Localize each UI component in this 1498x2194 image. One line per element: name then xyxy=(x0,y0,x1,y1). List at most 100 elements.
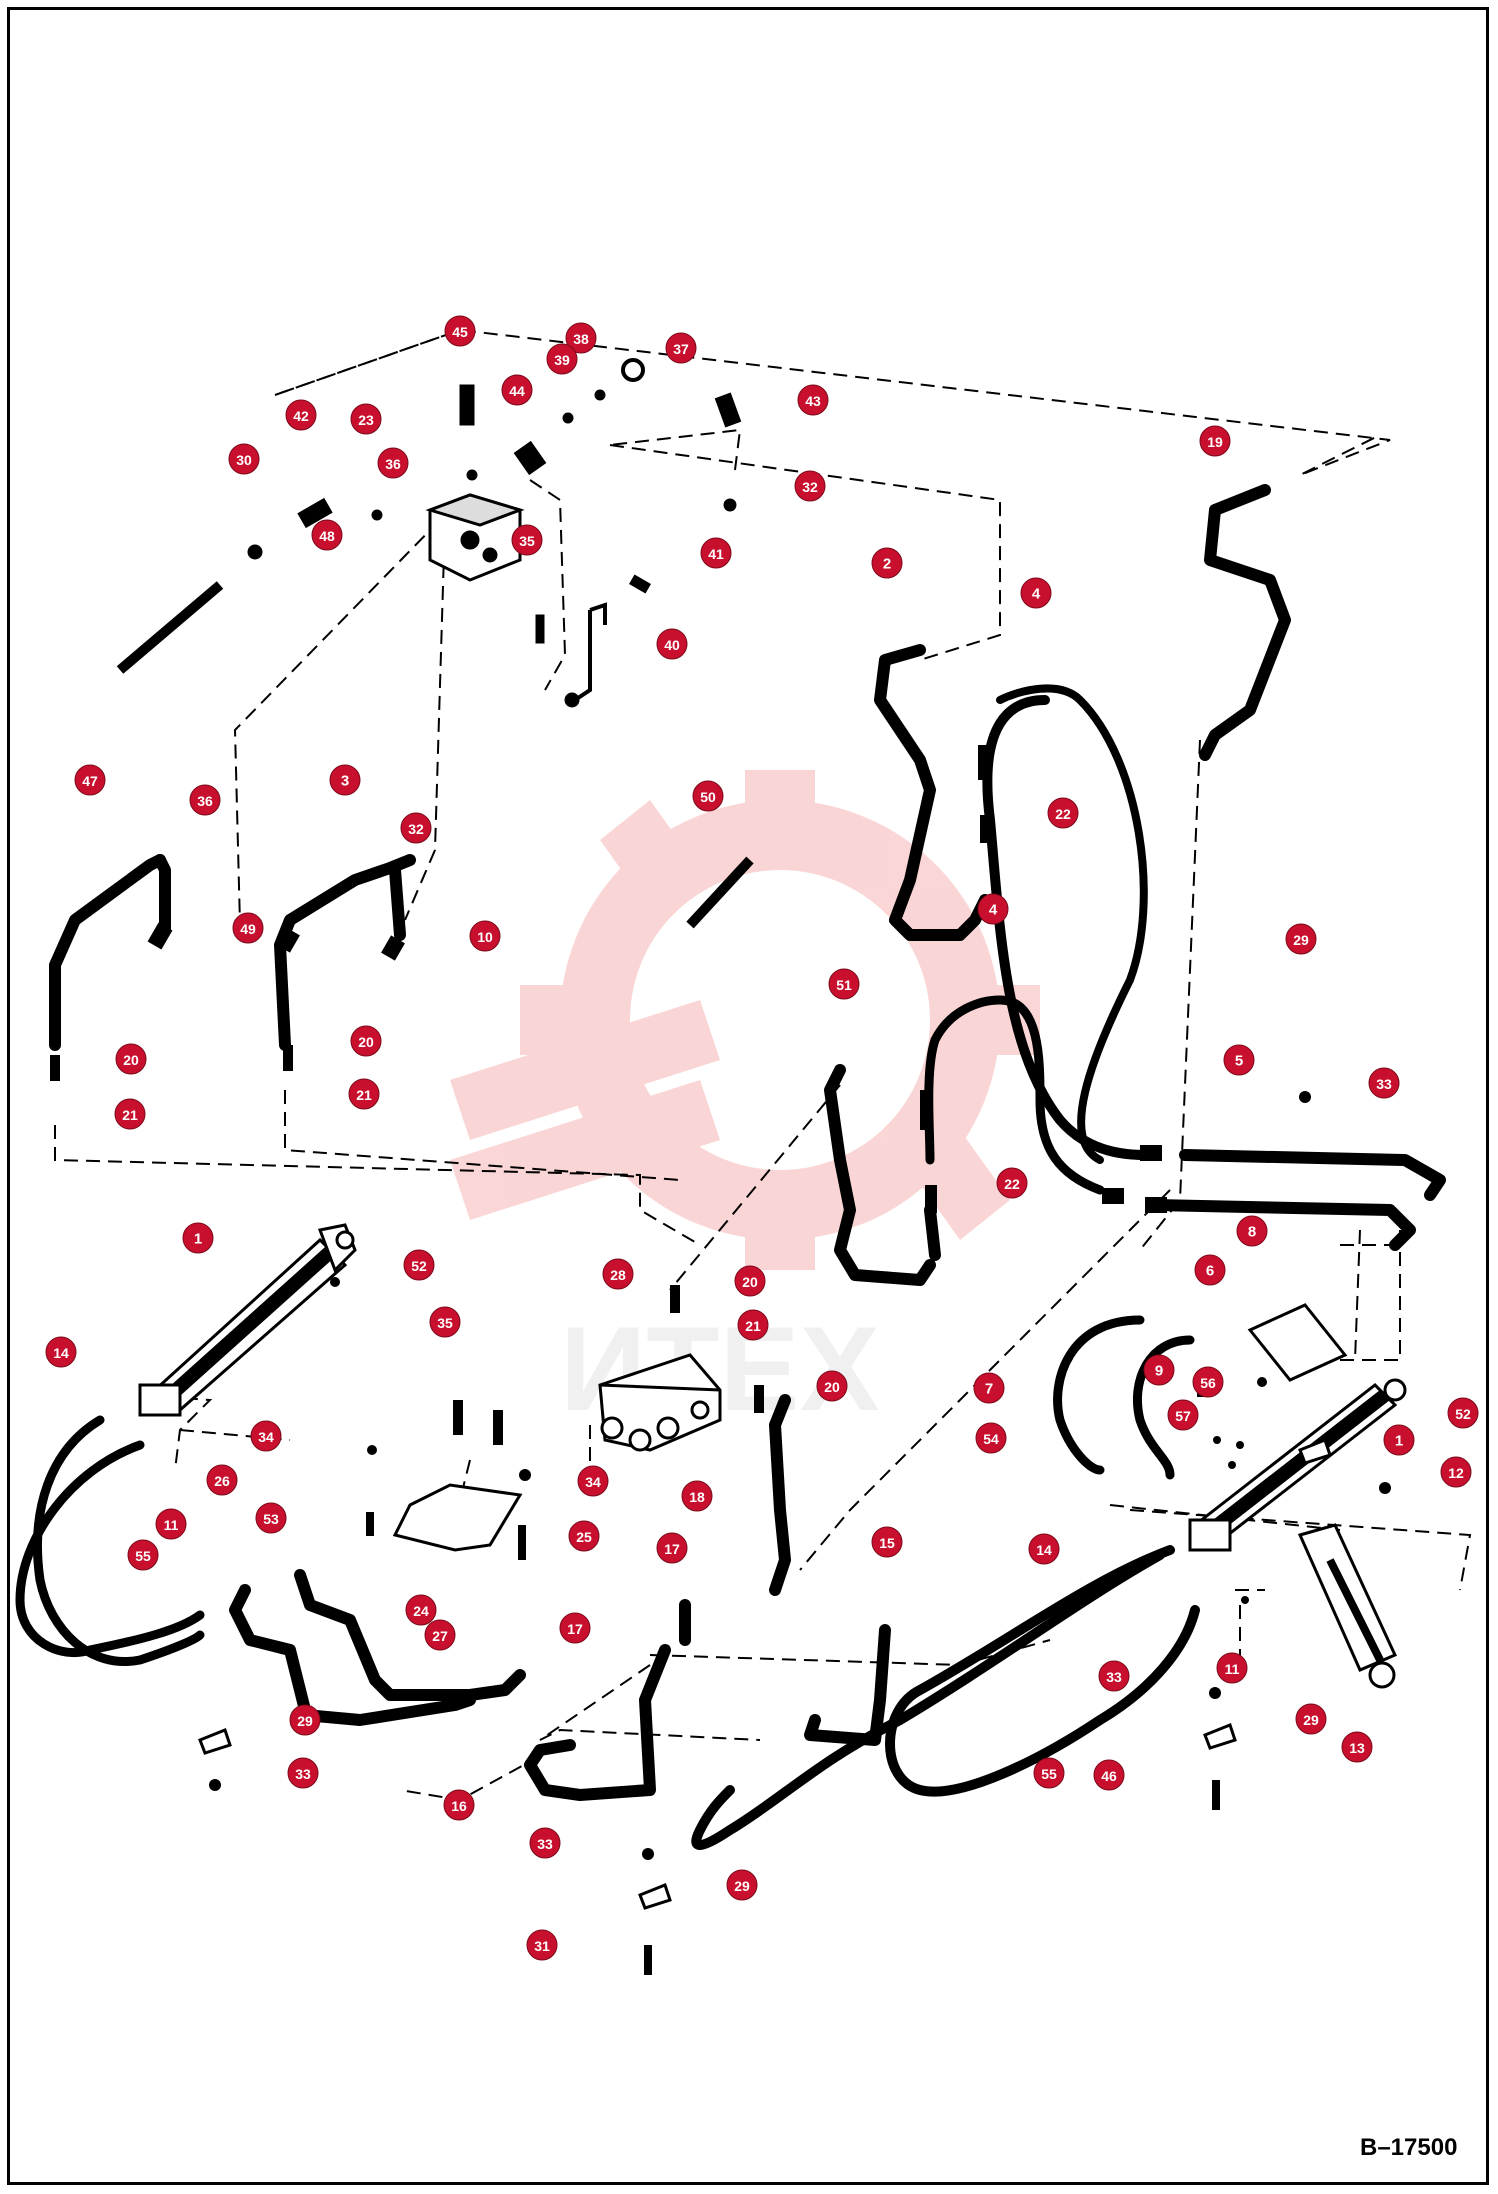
callout-7[interactable]: 7 xyxy=(973,1372,1005,1404)
callout-6[interactable]: 6 xyxy=(1194,1254,1226,1286)
callout-43[interactable]: 43 xyxy=(797,384,829,416)
callout-52[interactable]: 52 xyxy=(1447,1397,1479,1429)
callout-33[interactable]: 33 xyxy=(1368,1067,1400,1099)
callout-number: 36 xyxy=(197,793,213,809)
callout-24[interactable]: 24 xyxy=(405,1594,437,1626)
callout-12[interactable]: 12 xyxy=(1440,1456,1472,1488)
callout-34[interactable]: 34 xyxy=(250,1420,282,1452)
callout-30[interactable]: 30 xyxy=(228,443,260,475)
callout-32[interactable]: 32 xyxy=(400,812,432,844)
callout-31[interactable]: 31 xyxy=(526,1929,558,1961)
callout-51[interactable]: 51 xyxy=(828,968,860,1000)
callout-14[interactable]: 14 xyxy=(45,1336,77,1368)
callout-17[interactable]: 17 xyxy=(656,1532,688,1564)
callout-33[interactable]: 33 xyxy=(1098,1660,1130,1692)
callout-20[interactable]: 20 xyxy=(734,1265,766,1297)
callout-45[interactable]: 45 xyxy=(444,315,476,347)
callout-11[interactable]: 11 xyxy=(1216,1652,1248,1684)
callout-55[interactable]: 55 xyxy=(1033,1757,1065,1789)
callout-9[interactable]: 9 xyxy=(1143,1354,1175,1386)
callout-number: 35 xyxy=(437,1315,453,1331)
callout-34[interactable]: 34 xyxy=(577,1465,609,1497)
callout-18[interactable]: 18 xyxy=(681,1480,713,1512)
callout-21[interactable]: 21 xyxy=(737,1309,769,1341)
callout-21[interactable]: 21 xyxy=(348,1078,380,1110)
callout-number: 20 xyxy=(358,1034,374,1050)
callout-46[interactable]: 46 xyxy=(1093,1759,1125,1791)
callout-23[interactable]: 23 xyxy=(350,403,382,435)
callout-42[interactable]: 42 xyxy=(285,399,317,431)
callout-1[interactable]: 1 xyxy=(1383,1424,1415,1456)
callout-38[interactable]: 38 xyxy=(565,322,597,354)
callout-56[interactable]: 56 xyxy=(1192,1366,1224,1398)
callout-32[interactable]: 32 xyxy=(794,470,826,502)
callout-20[interactable]: 20 xyxy=(816,1370,848,1402)
callout-14[interactable]: 14 xyxy=(1028,1533,1060,1565)
callout-number: 7 xyxy=(985,1381,993,1398)
callout-20[interactable]: 20 xyxy=(350,1025,382,1057)
callout-41[interactable]: 41 xyxy=(700,537,732,569)
callout-48[interactable]: 48 xyxy=(311,519,343,551)
callout-44[interactable]: 44 xyxy=(501,374,533,406)
callout-number: 28 xyxy=(610,1267,626,1283)
callout-3[interactable]: 3 xyxy=(329,764,361,796)
callout-49[interactable]: 49 xyxy=(232,912,264,944)
callout-37[interactable]: 37 xyxy=(665,332,697,364)
callout-27[interactable]: 27 xyxy=(424,1619,456,1651)
callout-13[interactable]: 13 xyxy=(1341,1731,1373,1763)
callout-number: 27 xyxy=(432,1628,448,1644)
callout-33[interactable]: 33 xyxy=(529,1827,561,1859)
callout-22[interactable]: 22 xyxy=(1047,797,1079,829)
callout-5[interactable]: 5 xyxy=(1223,1044,1255,1076)
callout-36[interactable]: 36 xyxy=(377,447,409,479)
callout-35[interactable]: 35 xyxy=(429,1306,461,1338)
callout-number: 20 xyxy=(123,1052,139,1068)
callout-number: 43 xyxy=(805,393,821,409)
callout-number: 5 xyxy=(1235,1053,1243,1070)
callout-55[interactable]: 55 xyxy=(127,1539,159,1571)
callout-52[interactable]: 52 xyxy=(403,1249,435,1281)
callout-28[interactable]: 28 xyxy=(602,1258,634,1290)
callout-50[interactable]: 50 xyxy=(692,780,724,812)
callout-29[interactable]: 29 xyxy=(726,1869,758,1901)
callout-40[interactable]: 40 xyxy=(656,628,688,660)
callout-2[interactable]: 2 xyxy=(871,547,903,579)
callout-number: 34 xyxy=(585,1474,601,1490)
callout-number: 14 xyxy=(53,1345,69,1361)
callout-number: 13 xyxy=(1349,1740,1365,1756)
callout-number: 46 xyxy=(1101,1768,1117,1784)
callout-29[interactable]: 29 xyxy=(1295,1703,1327,1735)
callout-4[interactable]: 4 xyxy=(977,893,1009,925)
callout-57[interactable]: 57 xyxy=(1167,1399,1199,1431)
callout-22[interactable]: 22 xyxy=(996,1167,1028,1199)
callout-15[interactable]: 15 xyxy=(871,1526,903,1558)
callout-35[interactable]: 35 xyxy=(511,524,543,556)
callout-39[interactable]: 39 xyxy=(546,343,578,375)
callout-21[interactable]: 21 xyxy=(114,1098,146,1130)
callout-33[interactable]: 33 xyxy=(287,1757,319,1789)
callout-number: 39 xyxy=(554,352,570,368)
callout-16[interactable]: 16 xyxy=(443,1789,475,1821)
callout-47[interactable]: 47 xyxy=(74,764,106,796)
callout-17[interactable]: 17 xyxy=(559,1612,591,1644)
callout-10[interactable]: 10 xyxy=(469,920,501,952)
callout-29[interactable]: 29 xyxy=(1285,923,1317,955)
callout-number: 56 xyxy=(1200,1375,1216,1391)
callout-19[interactable]: 19 xyxy=(1199,425,1231,457)
callout-36[interactable]: 36 xyxy=(189,784,221,816)
callout-25[interactable]: 25 xyxy=(568,1520,600,1552)
callout-1[interactable]: 1 xyxy=(182,1222,214,1254)
callout-number: 53 xyxy=(263,1511,279,1527)
callout-number: 49 xyxy=(240,921,256,937)
callout-29[interactable]: 29 xyxy=(289,1704,321,1736)
callout-53[interactable]: 53 xyxy=(255,1502,287,1534)
mount-plate xyxy=(392,1483,523,1552)
callout-20[interactable]: 20 xyxy=(115,1043,147,1075)
callout-8[interactable]: 8 xyxy=(1236,1215,1268,1247)
control-valve xyxy=(598,1353,722,1452)
callout-4[interactable]: 4 xyxy=(1020,577,1052,609)
callout-11[interactable]: 11 xyxy=(155,1508,187,1540)
callout-26[interactable]: 26 xyxy=(206,1464,238,1496)
cylinder-13 xyxy=(1297,1523,1398,1689)
callout-54[interactable]: 54 xyxy=(975,1422,1007,1454)
